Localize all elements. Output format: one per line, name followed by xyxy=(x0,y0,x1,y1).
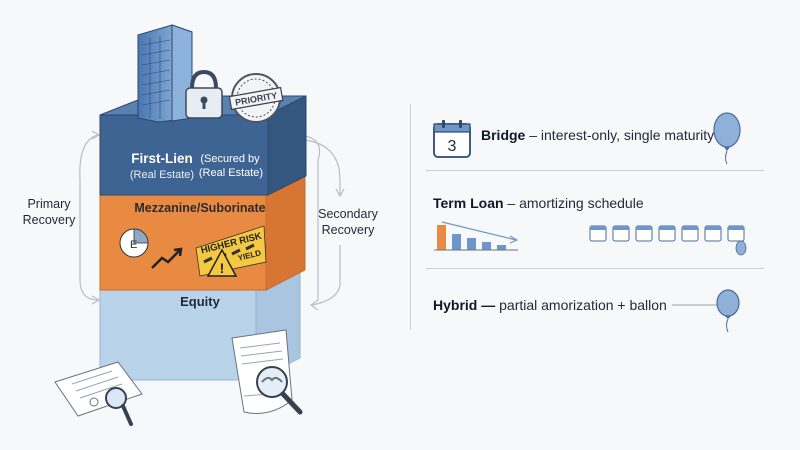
equity-title: Equity xyxy=(180,294,220,309)
calendar-number: 3 xyxy=(448,138,457,155)
hybrid-balloon-icon xyxy=(672,289,740,333)
building-icon xyxy=(137,24,193,123)
svg-text:E: E xyxy=(130,239,137,251)
first-lien-sub-right-1: (Secured by xyxy=(200,153,260,165)
bridge-desc: – interest-only, single maturity xyxy=(529,127,715,143)
primary-recovery-arrow xyxy=(79,130,101,305)
first-lien-title: First-Lien xyxy=(131,151,193,166)
magnifier-icon xyxy=(105,387,133,426)
row-divider-1 xyxy=(426,170,764,171)
mezzanine-title: Mezzanine/Suborinate xyxy=(134,201,265,215)
bridge-name: Bridge xyxy=(481,127,526,143)
capital-stack-diagram: PRIORITY First-Lien (Real Estate) (Secur… xyxy=(54,24,345,426)
term-name: Term Loan xyxy=(433,195,504,211)
hybrid-desc: partial amorization + ballon xyxy=(499,297,667,313)
hybrid-name: Hybrid — xyxy=(433,297,496,313)
priority-stamp-icon: PRIORITY xyxy=(228,73,284,123)
secondary-recovery-label: Secondary Recovery xyxy=(312,206,384,238)
balloon-icon xyxy=(713,112,741,165)
handshake-icon xyxy=(256,366,303,415)
term-desc: – amortizing schedule xyxy=(507,195,644,211)
calendar-icon: 3 xyxy=(433,120,471,158)
chart-icon: E xyxy=(119,228,183,269)
primary-recovery-line2: Recovery xyxy=(22,213,76,227)
svg-text:!: ! xyxy=(220,260,225,276)
amortization-chart-icon xyxy=(434,221,519,251)
padlock-icon xyxy=(185,69,223,119)
bridge-row-text: Bridge – interest-only, single maturity xyxy=(481,127,714,143)
secondary-recovery-line1: Secondary xyxy=(318,207,378,221)
warning-icon: ! xyxy=(206,248,238,277)
payment-calendars xyxy=(589,225,747,256)
first-lien-sub-right-2: (Real Estate) xyxy=(199,167,263,179)
hybrid-row-text: Hybrid — partial amorization + ballon xyxy=(433,297,667,313)
vertical-divider xyxy=(410,104,411,330)
first-lien-sub-left: (Real Estate) xyxy=(130,169,194,181)
primary-recovery-line1: Primary xyxy=(27,197,71,211)
term-row-text: Term Loan – amortizing schedule xyxy=(433,195,644,211)
row-divider-2 xyxy=(426,268,764,269)
secondary-recovery-line2: Recovery xyxy=(321,223,375,237)
primary-recovery-label: Primary Recovery xyxy=(14,196,84,228)
document-icon xyxy=(54,361,143,417)
